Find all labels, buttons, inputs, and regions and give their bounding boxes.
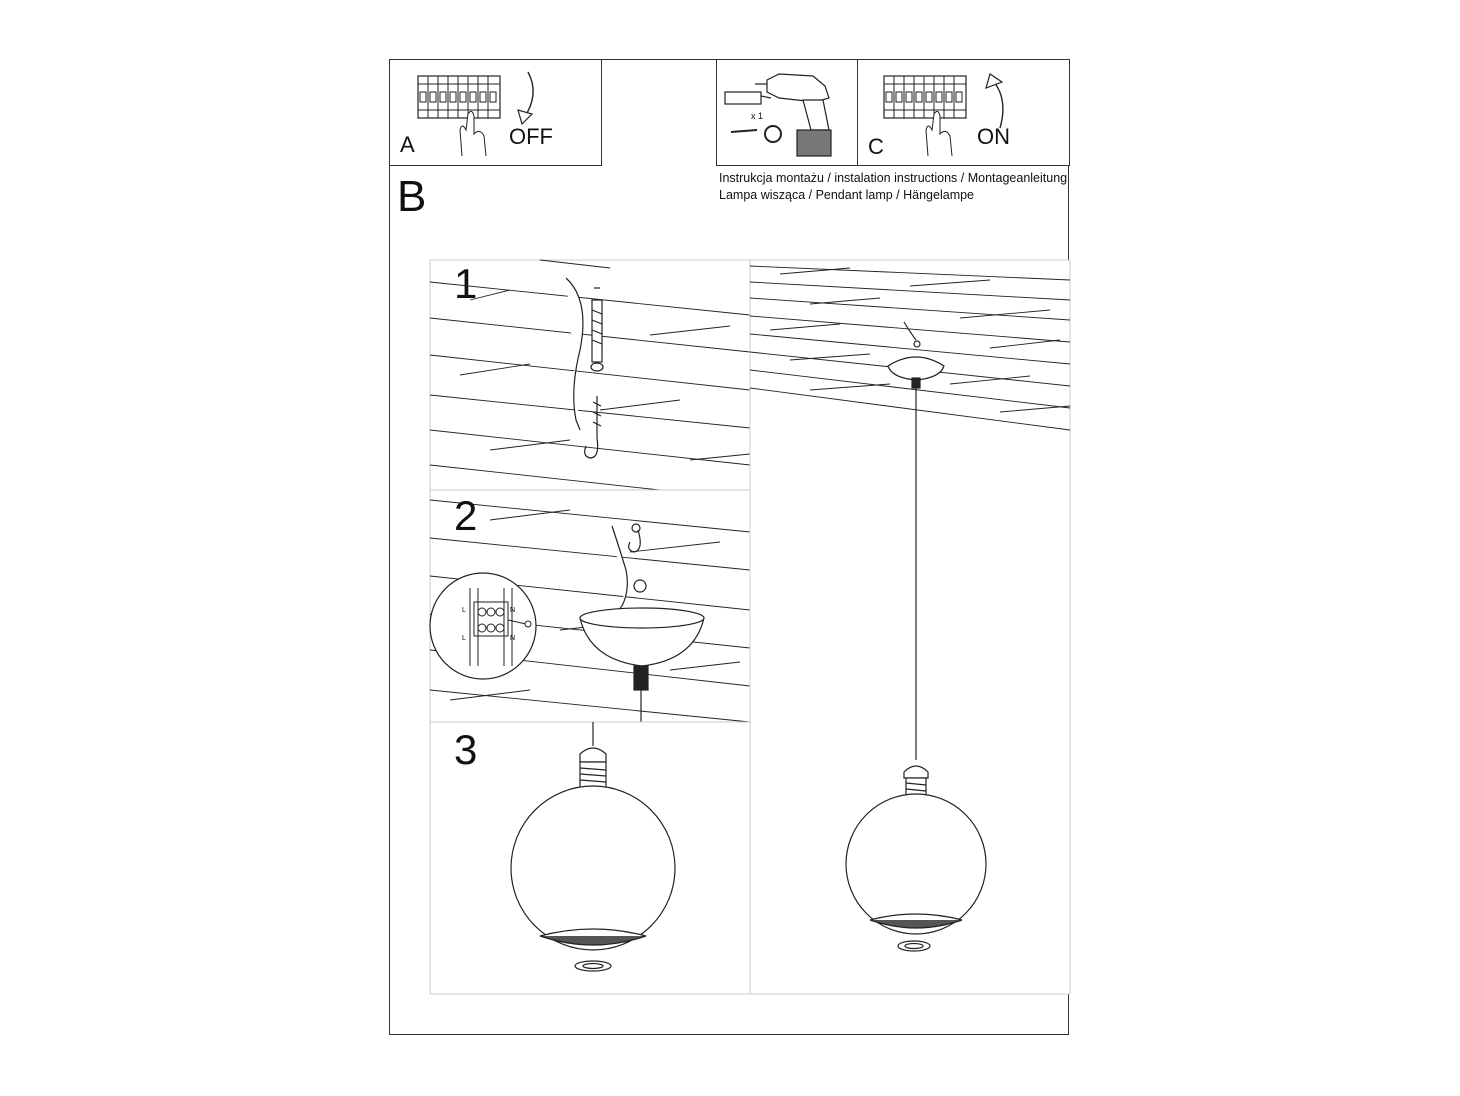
step-a-box: A OFF	[389, 59, 602, 166]
breaker-panel-icon	[883, 75, 967, 157]
quantity-label: x 1	[751, 111, 764, 121]
drill-icon	[724, 73, 832, 157]
product-type: Lampa wisząca / Pendant lamp / Hängelamp…	[719, 188, 975, 202]
step-c-box: C ON	[857, 59, 1070, 166]
step-1-number: 1	[454, 260, 478, 307]
step-1-illustration	[429, 259, 751, 491]
wiring-n-label: N	[510, 635, 515, 642]
installed-lamp-illustration	[749, 259, 1071, 995]
section-b-letter: B	[397, 172, 427, 221]
step-3-illustration	[429, 721, 751, 995]
step-c-letter: C	[868, 134, 884, 159]
step-3-number: 3	[454, 726, 478, 773]
step-a-letter: A	[400, 132, 415, 157]
step-2-number: 2	[454, 492, 478, 539]
wiring-n-label: N	[510, 607, 515, 614]
breaker-panel-icon	[417, 75, 501, 157]
arrow-down-icon	[517, 71, 534, 126]
drill-box: x 1	[716, 59, 858, 166]
arrow-up-icon	[985, 73, 1004, 129]
off-label: OFF	[509, 124, 553, 149]
on-label: ON	[977, 124, 1010, 149]
instruction-title: Instrukcja montażu / instalation instruc…	[719, 171, 1068, 185]
wiring-l-label: L	[462, 607, 466, 614]
step-2-illustration: L L N N	[429, 489, 751, 723]
wiring-l-label: L	[462, 635, 466, 642]
